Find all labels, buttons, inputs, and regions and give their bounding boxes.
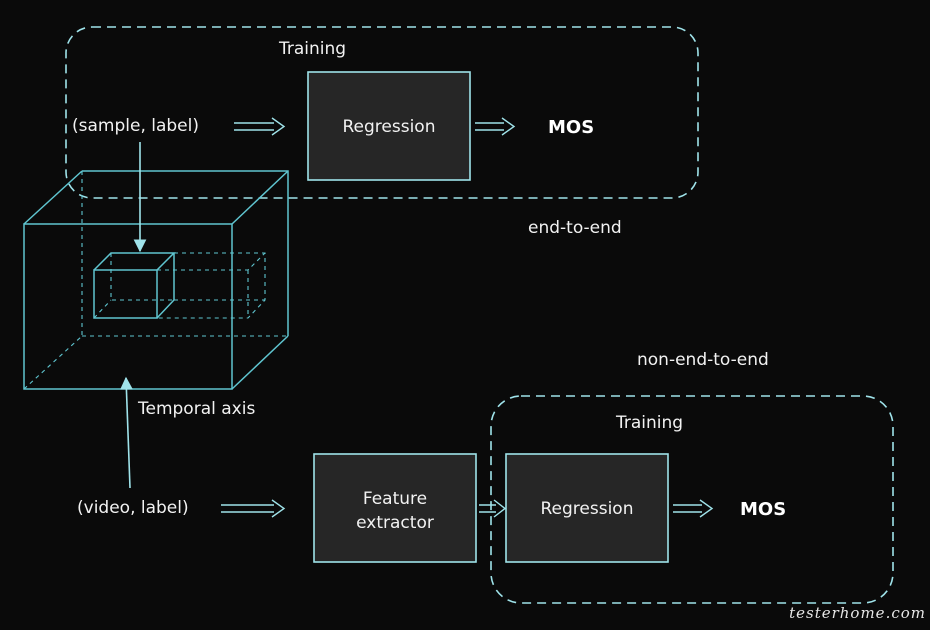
non-end-to-end-caption: non-end-to-end: [637, 350, 769, 370]
regression-label-bottom: Regression: [540, 499, 634, 519]
sample-cube: [93, 252, 176, 319]
training-label-top: Training: [279, 39, 347, 59]
video-label-input: (video, label): [77, 498, 189, 518]
feature-extractor-label: Feature extractor: [356, 489, 434, 533]
temporal-axis-arrow: [120, 376, 133, 489]
temporal-axis-label: Temporal axis: [138, 399, 256, 419]
feature-to-regression-arrow: [479, 499, 507, 518]
sample-label-input: (sample, label): [72, 116, 199, 136]
regression-box-bottom: [505, 453, 669, 563]
mos-label-bottom: MOS: [740, 499, 787, 520]
watermark-text: testerhome.com: [789, 604, 926, 622]
mos-label-top: MOS: [548, 117, 595, 138]
regression-label-top: Regression: [342, 117, 436, 137]
training-group-bottom: [490, 395, 894, 604]
sample-temporal-extension: [157, 252, 266, 319]
bottom-output-arrow: [673, 499, 714, 518]
top-output-arrow: [475, 117, 516, 136]
bottom-input-arrow: [221, 499, 286, 518]
regression-box-top: [307, 71, 471, 181]
training-label-bottom: Training: [616, 413, 684, 433]
feature-extractor-box: [313, 453, 477, 563]
training-group-top: [65, 26, 699, 199]
end-to-end-caption: end-to-end: [528, 218, 622, 238]
top-input-arrow: [234, 117, 286, 136]
